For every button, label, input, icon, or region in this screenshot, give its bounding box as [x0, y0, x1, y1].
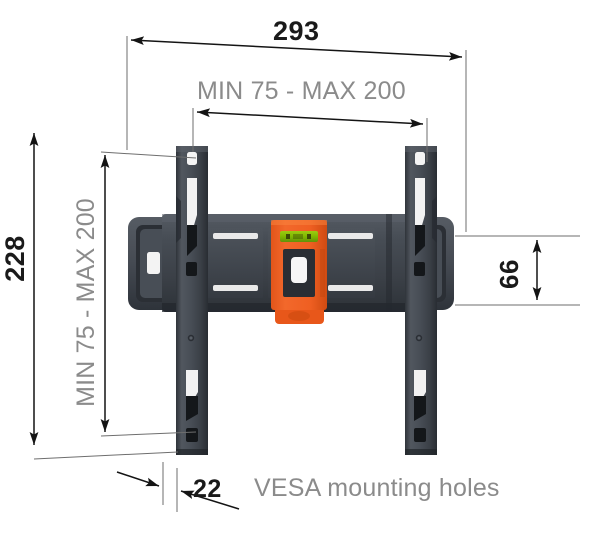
dimension-lines: [29, 36, 580, 512]
product-illustration: [128, 146, 454, 455]
vertical-mounting-rail-left: [176, 146, 208, 455]
annotation-vesa-mounting-holes: VESA mounting holes: [254, 474, 500, 502]
dimension-overall-height: [29, 133, 179, 460]
dimension-vesa-vertical: [100, 151, 197, 437]
dimension-overall-width: [126, 36, 467, 232]
dimension-bar-height: [455, 235, 580, 306]
dimension-vesa-horizontal: [192, 108, 428, 162]
orange-lock-module: [271, 220, 327, 310]
dimension-label-depth: 22: [193, 475, 222, 503]
dimension-depth: [116, 462, 240, 512]
dimension-label-vesa-vertical: MIN 75 - MAX 200: [71, 198, 100, 407]
dimension-label-overall-height: 228: [0, 235, 30, 282]
dimension-label-vesa-horizontal: MIN 75 - MAX 200: [197, 77, 406, 105]
vertical-mounting-rail-right: [405, 146, 437, 455]
dimension-label-bar-height: 66: [493, 259, 524, 289]
dimension-label-overall-width: 293: [273, 16, 320, 46]
green-spirit-level: [280, 231, 318, 242]
